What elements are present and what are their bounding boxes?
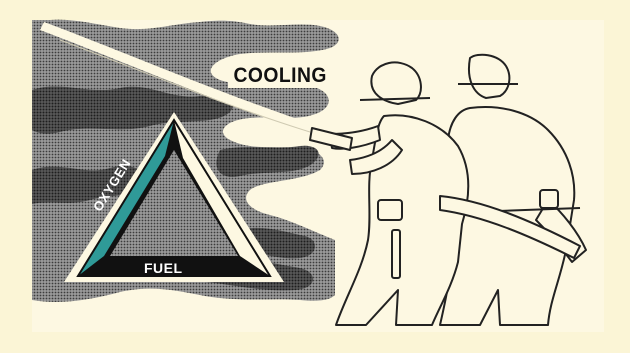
firefighters [310, 55, 586, 325]
fuel-label: FUEL [144, 260, 183, 276]
cooling-label: COOLING [228, 62, 334, 88]
